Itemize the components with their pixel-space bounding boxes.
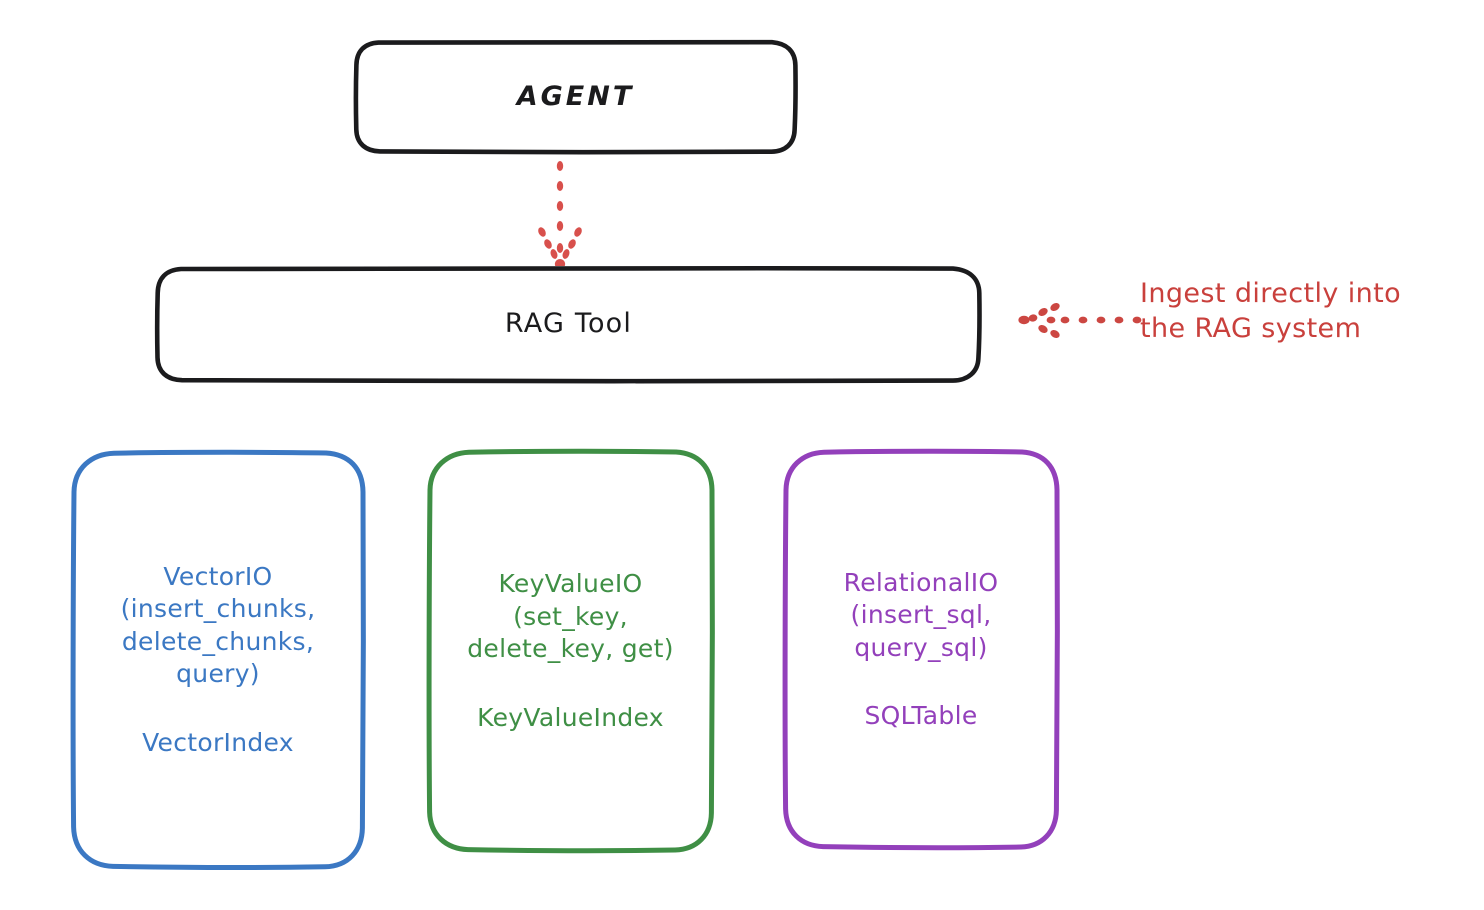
connector-agent-to-rag-tool [538,161,582,269]
node-agent-label: AGENT [516,80,635,112]
node-vector-io-content: VectorIO (insert_chunks, delete_chunks, … [121,561,316,760]
node-relational-io-api-label: RelationalIO (insert_sql, query_sql) [843,567,999,662]
connector-ingest-note-to-rag-tool [1018,303,1142,338]
node-vector-io-api-label: VectorIO (insert_chunks, delete_chunks, … [120,561,316,689]
node-vector-io[interactable]: VectorIO (insert_chunks, delete_chunks, … [70,449,366,870]
node-key-value-io-index-label: KeyValueIndex [477,702,664,732]
node-rag-tool-label: RAG Tool [504,308,633,340]
node-relational-io-index-label: SQLTable [864,701,978,730]
node-rag-tool[interactable]: RAG Tool [154,265,982,384]
node-relational-io[interactable]: RelationalIO (insert_sql, query_sql) SQL… [782,448,1060,851]
node-agent[interactable]: AGENT [353,39,798,155]
node-key-value-io[interactable]: KeyValueIO (set_key, delete_key, get) Ke… [426,448,715,854]
node-key-value-io-api-label: KeyValueIO (set_key, delete_key, get) [467,569,674,663]
node-key-value-io-content: KeyValueIO (set_key, delete_key, get) Ke… [467,568,674,734]
annotation-ingest-note: Ingest directly into the RAG system [1140,278,1402,345]
node-relational-io-content: RelationalIO (insert_sql, query_sql) SQL… [844,567,999,733]
node-vector-io-index-label: VectorIndex [142,727,294,757]
